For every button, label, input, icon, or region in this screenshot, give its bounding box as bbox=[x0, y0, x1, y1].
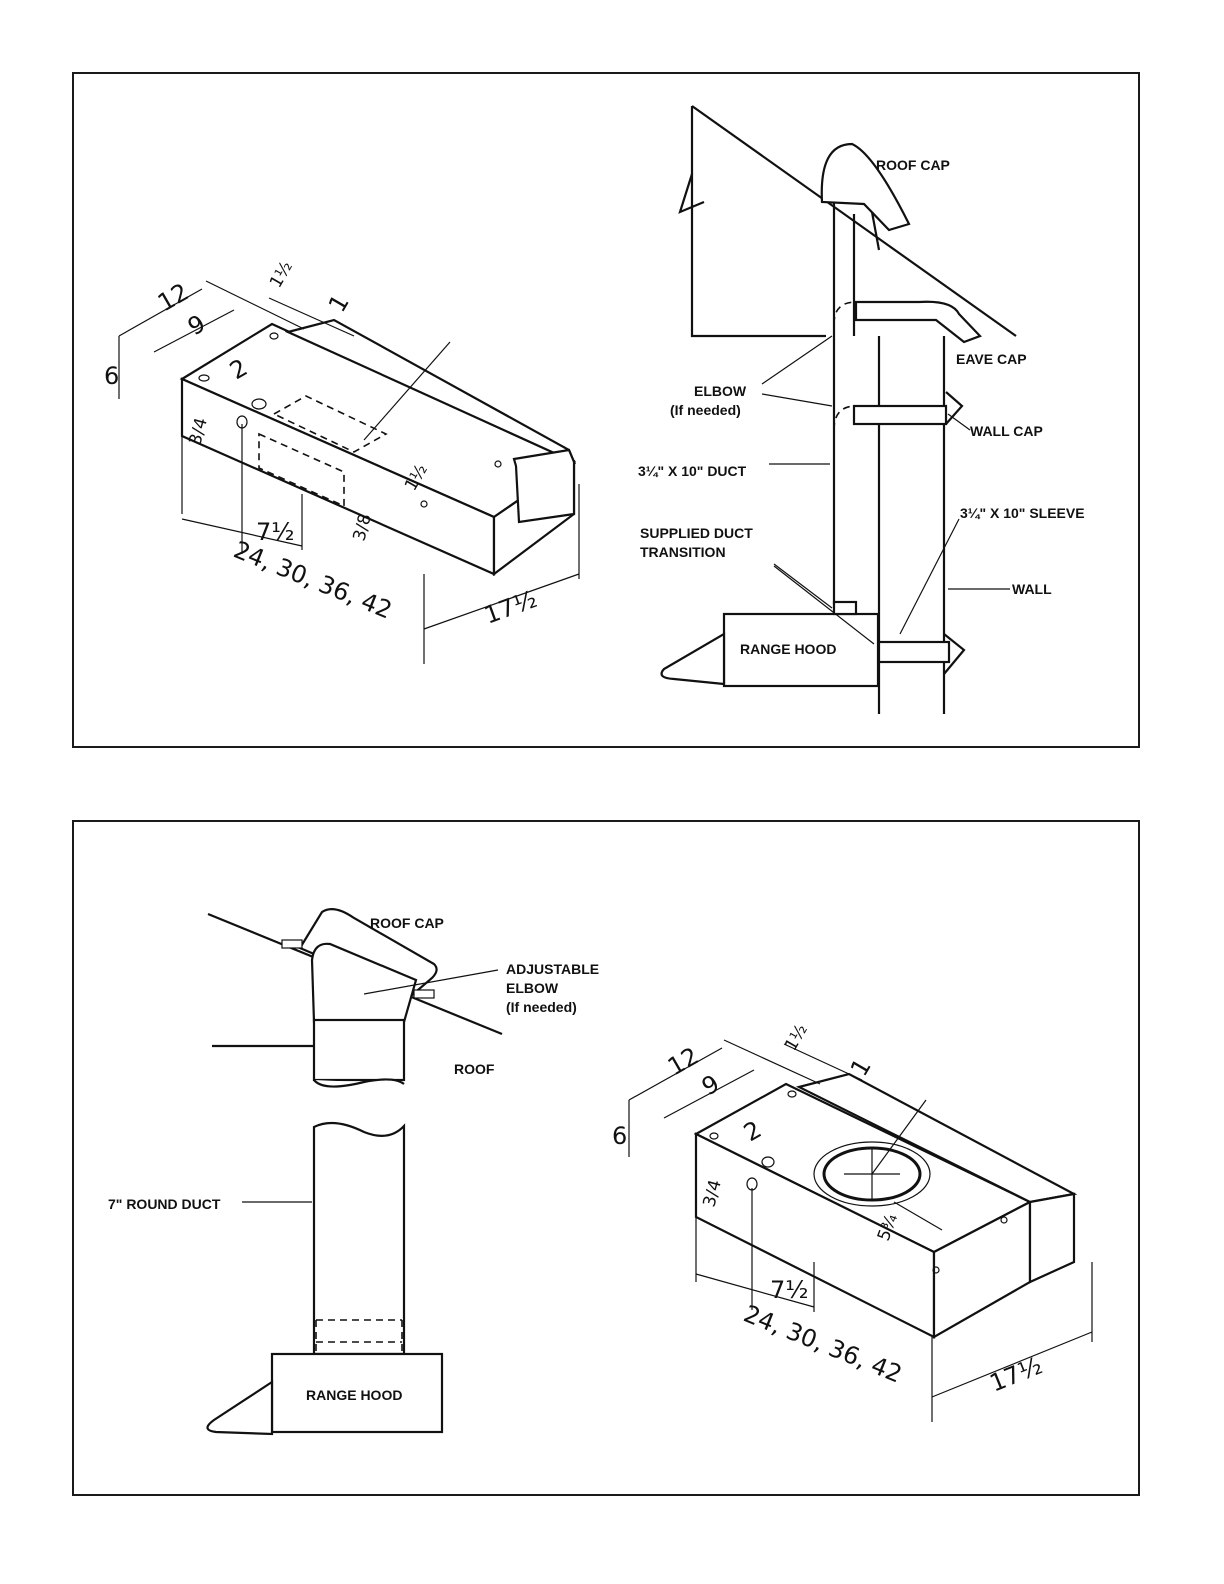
eave-cap-shape bbox=[856, 302, 980, 342]
label-range-hood: RANGE HOOD bbox=[306, 1387, 402, 1403]
dim-widths: 24, 30, 36, 42 bbox=[230, 536, 396, 625]
label-range-hood: RANGE HOOD bbox=[740, 641, 836, 657]
label-supplied-duct-1: SUPPLIED DUCT bbox=[640, 525, 753, 541]
label-duct: 3¼" X 10" DUCT bbox=[638, 463, 747, 479]
elbow-arrow-2 bbox=[762, 394, 832, 406]
bottom-panel-svg: ROOF CAP ADJUSTABLE ELBOW (If needed) RO… bbox=[74, 822, 1142, 1498]
label-sleeve: 3¼" X 10" SLEEVE bbox=[960, 505, 1085, 521]
label-adjustable-2: ELBOW bbox=[506, 980, 559, 996]
wall-duct-run bbox=[854, 406, 946, 424]
venting-elevation-wall-roof: ROOF CAP EAVE CAP ELBOW (If needed) WALL… bbox=[638, 106, 1085, 714]
hood-isometric-rectangular: 12 9 1½ 1 6 2 3/4 1½ 3/8 7½ 24, 30, 36, … bbox=[104, 258, 579, 664]
label-roof-cap: ROOF CAP bbox=[370, 915, 444, 931]
dim-1-half: 1½ bbox=[781, 1021, 812, 1055]
elbow-upper-dashed bbox=[834, 302, 856, 324]
dim-1: 1 bbox=[323, 290, 355, 317]
sleeve-arrow bbox=[900, 519, 959, 634]
venting-elevation-roof-round: ROOF CAP ADJUSTABLE ELBOW (If needed) RO… bbox=[108, 909, 599, 1434]
dim-6: 6 bbox=[612, 1122, 627, 1150]
upper-duct bbox=[314, 1020, 404, 1080]
label-wall: WALL bbox=[1012, 581, 1052, 597]
label-elbow: ELBOW bbox=[694, 383, 747, 399]
dim-17-half: 17½ bbox=[480, 585, 540, 630]
label-roof-cap: ROOF CAP bbox=[876, 157, 950, 173]
dim-ext bbox=[724, 1040, 820, 1084]
bottom-diagram-panel: ROOF CAP ADJUSTABLE ELBOW (If needed) RO… bbox=[72, 820, 1140, 1496]
roof-flashing-left bbox=[282, 940, 302, 948]
dim-7-half: 7½ bbox=[256, 518, 295, 546]
label-eave-cap: EAVE CAP bbox=[956, 351, 1027, 367]
dim-7-half: 7½ bbox=[770, 1276, 809, 1304]
transition-arrow-1 bbox=[774, 564, 832, 608]
dim-widths: 24, 30, 36, 42 bbox=[740, 1300, 906, 1389]
label-round-duct: 7" ROUND DUCT bbox=[108, 1196, 221, 1212]
roof-flashing-right bbox=[414, 990, 434, 998]
dim-3-8: 3/8 bbox=[350, 512, 376, 544]
dim-9: 9 bbox=[697, 1069, 724, 1101]
top-diagram-panel: 12 9 1½ 1 6 2 3/4 1½ 3/8 7½ 24, 30, 36, … bbox=[72, 72, 1140, 748]
label-roof: ROOF bbox=[454, 1061, 495, 1077]
dim-12: 12 bbox=[153, 278, 193, 318]
hood-rear-lip bbox=[514, 450, 574, 522]
wall-cap-arrow bbox=[948, 414, 970, 430]
dim-1-half: 1½ bbox=[266, 258, 297, 292]
label-adjustable-3: (If needed) bbox=[506, 999, 577, 1015]
elbow-arrow-1 bbox=[762, 336, 832, 384]
range-hood-front bbox=[662, 634, 724, 684]
sleeve-box bbox=[879, 642, 949, 662]
duct-transition bbox=[834, 602, 856, 614]
wall-cap-hood bbox=[946, 392, 962, 424]
label-elbow-note: (If needed) bbox=[670, 402, 741, 418]
hood-rear-lip bbox=[1030, 1194, 1074, 1282]
dim-17-half: 17½ bbox=[986, 1351, 1046, 1397]
label-supplied-duct-2: TRANSITION bbox=[640, 544, 726, 560]
top-panel-svg: 12 9 1½ 1 6 2 3/4 1½ 3/8 7½ 24, 30, 36, … bbox=[74, 74, 1142, 750]
dim-ext bbox=[206, 281, 304, 329]
hood-isometric-round: 12 9 1½ 1 6 2 3/4 5¾ 7½ 24, 30, 36, 42 1… bbox=[612, 1021, 1092, 1422]
roof-gable-left bbox=[692, 106, 826, 336]
range-hood-front bbox=[207, 1382, 272, 1434]
dim-6: 6 bbox=[104, 362, 119, 390]
label-adjustable-1: ADJUSTABLE bbox=[506, 961, 599, 977]
label-wall-cap: WALL CAP bbox=[970, 423, 1043, 439]
elbow-lower-dashed bbox=[834, 406, 856, 430]
dim-12: 12 bbox=[663, 1042, 703, 1082]
